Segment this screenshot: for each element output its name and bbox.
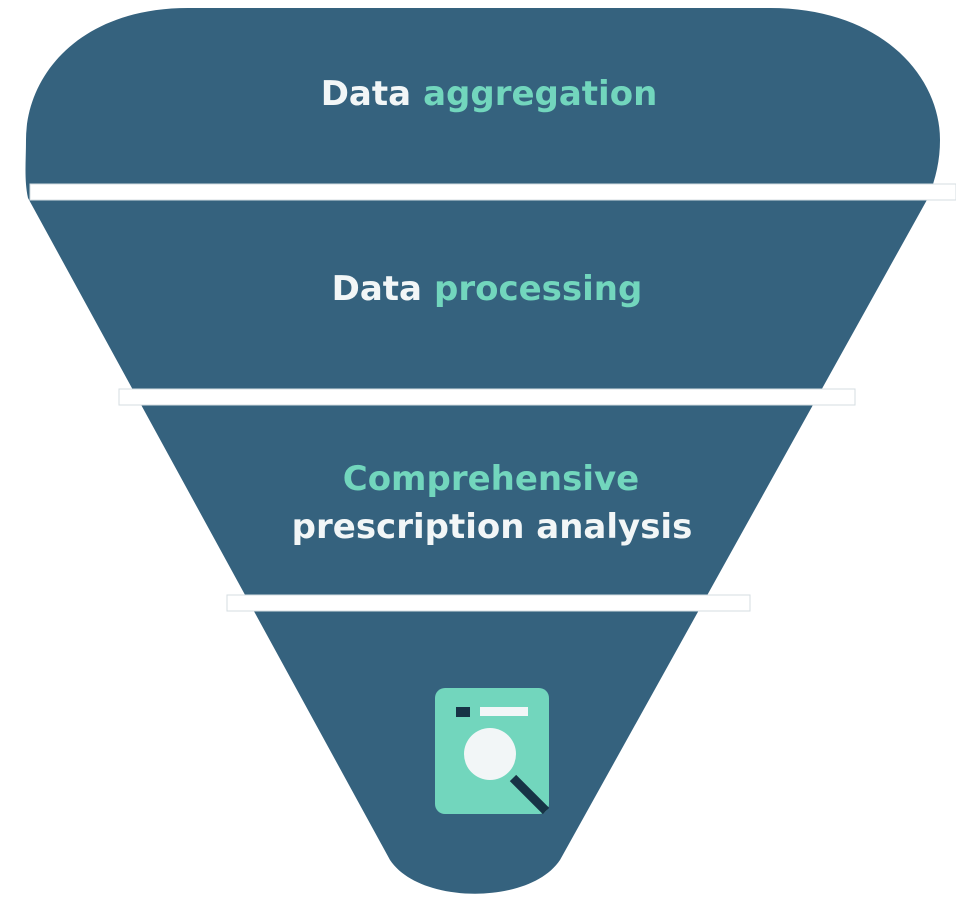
stage-2-label-part2: processing [434,269,642,309]
stage-1-label: Data aggregation [321,74,658,114]
stage-1-label-part2: aggregation [423,74,657,114]
stage-divider-3 [226,594,751,612]
stage-1-label-part1: Data [321,74,411,114]
stage-2-label-part1: Data [332,269,422,309]
stage-divider-2 [118,388,856,406]
document-search-icon [435,688,550,815]
stage-3-label-line2: prescription analysis [292,507,693,547]
stage-3-label-line1: Comprehensive [343,459,640,499]
funnel-body [25,8,940,894]
stage-2-label: Data processing [332,269,643,309]
stage-divider-1 [29,183,956,201]
